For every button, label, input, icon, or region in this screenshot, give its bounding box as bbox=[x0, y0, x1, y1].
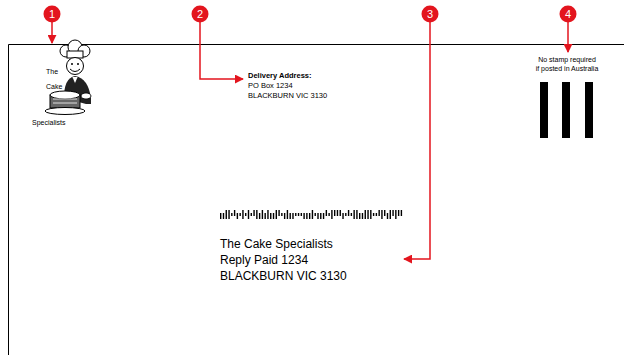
callout-arrow bbox=[51, 22, 53, 43]
barcode-bar bbox=[362, 213, 363, 219]
barcode-bar bbox=[223, 213, 224, 219]
barcode-bar bbox=[340, 210, 341, 216]
barcode-bar bbox=[353, 210, 354, 219]
barcode-bar bbox=[256, 210, 257, 219]
barcode-bar bbox=[367, 210, 368, 219]
barcode-bar bbox=[234, 210, 235, 216]
barcode-bar bbox=[253, 210, 254, 216]
barcode-bar bbox=[237, 213, 238, 219]
callout-disc bbox=[422, 6, 439, 23]
callout-discs bbox=[44, 6, 577, 23]
barcode-bar bbox=[334, 210, 335, 216]
barcode-bar bbox=[292, 213, 293, 219]
barcode-bar bbox=[306, 213, 307, 219]
barcode-bar bbox=[281, 213, 282, 216]
barcode-bar bbox=[384, 210, 385, 216]
barcode-bar bbox=[378, 210, 379, 216]
barcode-bar bbox=[359, 213, 360, 219]
barcode-bar bbox=[226, 210, 227, 219]
reply-address: BLACKBURN VIC 3130 bbox=[220, 270, 347, 282]
barcode-bar bbox=[312, 210, 313, 219]
barcode-bar bbox=[323, 213, 324, 219]
postage-note: if posted in Australia bbox=[536, 65, 599, 72]
postage-note: No stamp required bbox=[538, 56, 596, 63]
barcode-bar bbox=[390, 210, 391, 219]
barcode-bar bbox=[342, 213, 343, 219]
callout-disc bbox=[560, 6, 577, 23]
barcode-bar bbox=[245, 213, 246, 216]
barcode-bar bbox=[264, 213, 265, 219]
barcode-bar bbox=[370, 210, 371, 219]
callout-disc bbox=[44, 6, 61, 23]
barcode-bar bbox=[337, 210, 338, 216]
barcode-bar bbox=[262, 210, 263, 219]
barcode-bar bbox=[348, 210, 349, 216]
barcode-bar bbox=[278, 210, 279, 216]
barcode-bar bbox=[395, 210, 396, 219]
barcode-bar bbox=[376, 213, 377, 216]
barcode-bar bbox=[365, 210, 366, 219]
barcode-bar bbox=[287, 210, 288, 219]
barcode-bar bbox=[273, 213, 274, 219]
barcode-bar bbox=[356, 210, 357, 219]
barcode-bar bbox=[398, 210, 399, 216]
barcode-bar bbox=[267, 210, 268, 219]
barcode-bar bbox=[320, 213, 321, 219]
barcode-bar bbox=[326, 210, 327, 216]
barcode-bar bbox=[373, 213, 374, 216]
reply-address: Reply Paid 1234 bbox=[220, 254, 308, 266]
barcode-bar bbox=[231, 213, 232, 216]
logo-text: The bbox=[46, 68, 58, 75]
callout-arrow bbox=[404, 22, 430, 259]
callout-disc bbox=[192, 6, 209, 23]
barcode-bar bbox=[309, 213, 310, 219]
barcode-bar bbox=[317, 213, 318, 219]
barcode-bar bbox=[387, 213, 388, 219]
barcode-bar bbox=[270, 213, 271, 219]
reply-address: The Cake Specialists bbox=[220, 238, 333, 250]
barcode-bar bbox=[220, 213, 221, 219]
envelope-outline bbox=[9, 45, 624, 355]
barcode-bar bbox=[392, 210, 393, 216]
callout-arrow bbox=[567, 22, 569, 52]
address-line: BLACKBURN VIC 3130 bbox=[248, 92, 327, 100]
barcode-bar bbox=[303, 213, 304, 219]
chef-logo bbox=[45, 40, 91, 115]
barcode-bar bbox=[295, 213, 296, 216]
barcode-bar bbox=[284, 213, 285, 219]
callout-number: 2 bbox=[197, 9, 203, 20]
callout-arrows bbox=[52, 22, 568, 259]
barcode-bar bbox=[242, 210, 243, 219]
callout-number: 3 bbox=[427, 9, 433, 20]
barcode-bar bbox=[345, 213, 346, 216]
address-line: PO Box 1234 bbox=[248, 82, 293, 90]
barcode-bar bbox=[315, 213, 316, 216]
barcode-bar bbox=[328, 213, 329, 216]
fim-bars bbox=[540, 82, 593, 138]
callout-arrow bbox=[200, 22, 243, 79]
barcode-bar bbox=[251, 213, 252, 216]
barcode-bar bbox=[239, 213, 240, 216]
barcode-bar bbox=[276, 210, 277, 219]
barcode-bar bbox=[228, 210, 229, 219]
barcode-bar bbox=[248, 210, 249, 219]
callout-number: 1 bbox=[49, 9, 55, 20]
barcode-bar bbox=[351, 213, 352, 216]
barcode-bar bbox=[401, 210, 402, 216]
barcode-bar bbox=[331, 210, 332, 219]
barcode-bar bbox=[259, 213, 260, 219]
logo-text: Specialists bbox=[32, 119, 65, 126]
postal-barcode bbox=[220, 210, 402, 219]
address-heading: Delivery Address: bbox=[248, 72, 312, 80]
barcode-bar bbox=[290, 213, 291, 219]
barcode-bar bbox=[298, 213, 299, 216]
callout-number: 4 bbox=[565, 9, 571, 20]
barcode-bar bbox=[381, 210, 382, 219]
barcode-bar bbox=[301, 213, 302, 216]
logo-text: Cake bbox=[46, 83, 62, 90]
